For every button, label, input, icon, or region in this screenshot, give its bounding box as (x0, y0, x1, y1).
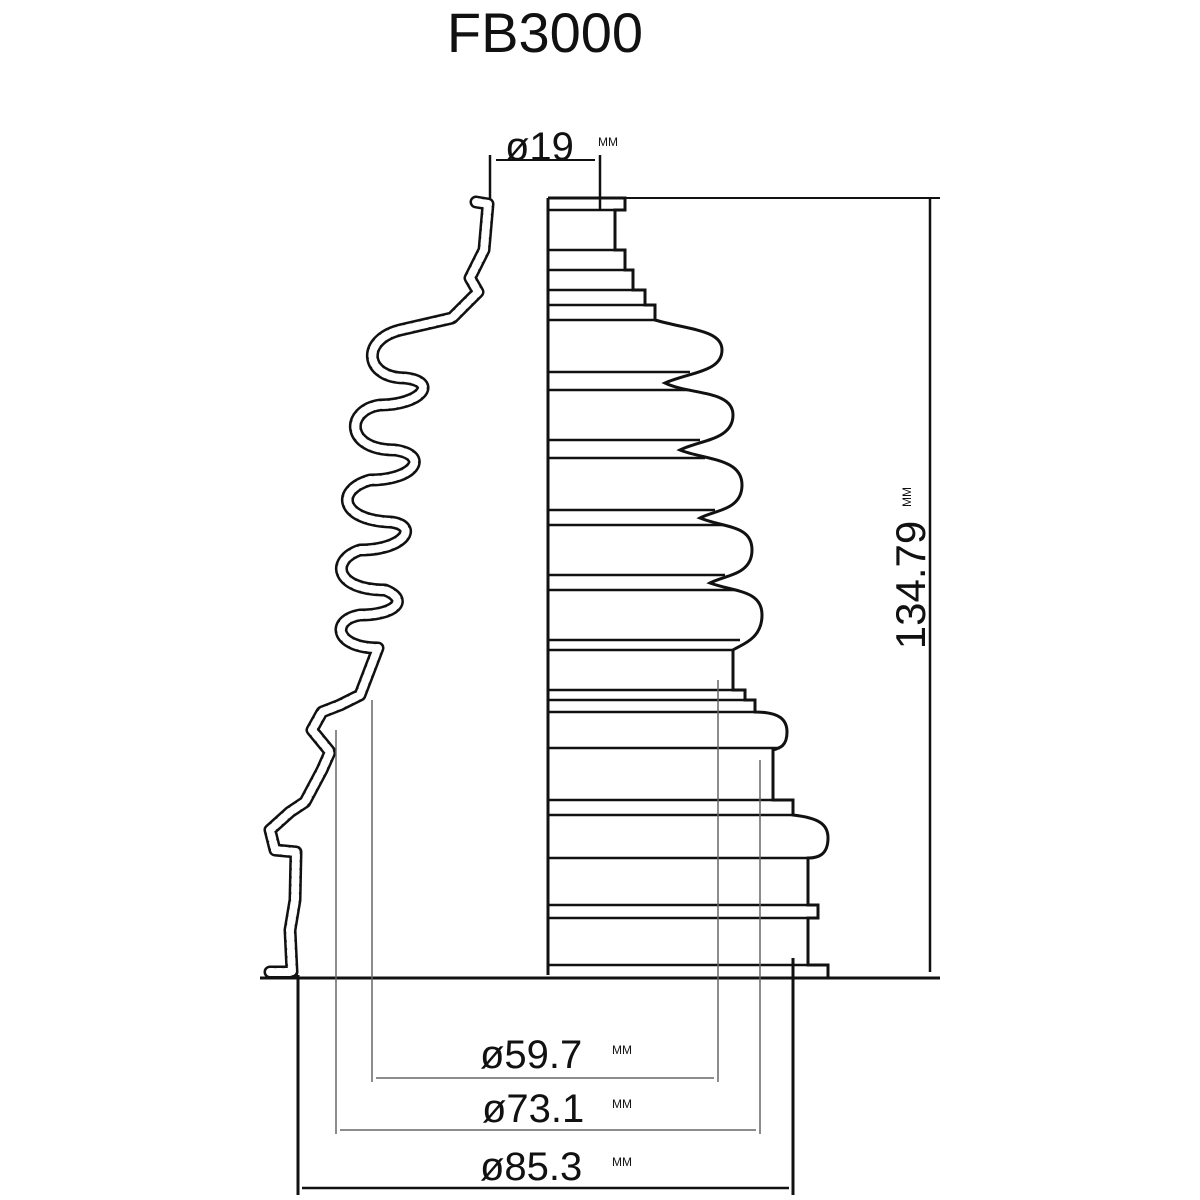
middle-diameter-label: ø73.1 (482, 1087, 584, 1131)
part-number-title: FB3000 (447, 1, 643, 64)
unit-label: MM (598, 135, 618, 149)
top-diameter-label: ø19 (505, 125, 574, 169)
dimension-labels: ø19 MM 134.79 MM ø59.7 MM ø73.1 MM ø85.3… (480, 125, 934, 1189)
boot-section-left (263, 195, 495, 979)
inner-diameter-label: ø59.7 (480, 1033, 582, 1077)
boot-outer-profile (546, 196, 830, 980)
unit-label: MM (612, 1155, 632, 1169)
unit-label: MM (612, 1043, 632, 1057)
height-label: 134.79 (887, 521, 934, 649)
unit-label: MM (612, 1097, 632, 1111)
dimension-lines (260, 155, 940, 1195)
outer-diameter-label: ø85.3 (480, 1145, 582, 1189)
unit-label: MM (900, 487, 914, 507)
